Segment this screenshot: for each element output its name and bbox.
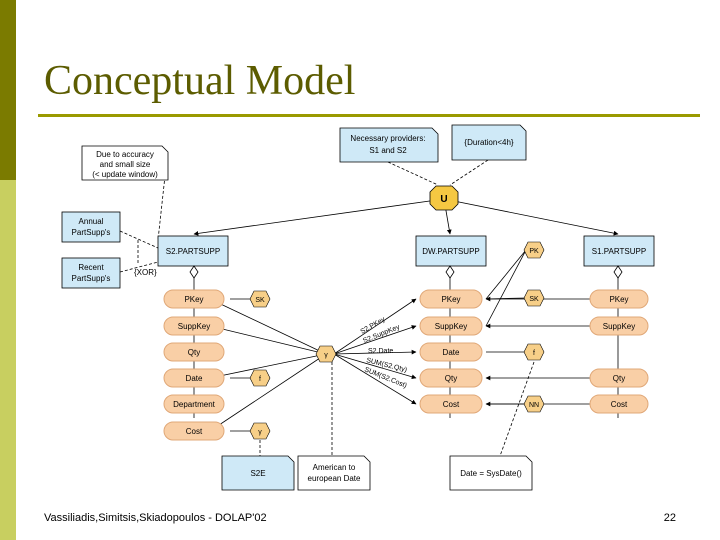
dw-attr-box xyxy=(419,368,483,388)
note-duration: {Duration<4h} xyxy=(451,124,527,161)
transform-gamma-left xyxy=(249,422,271,440)
note-providers-line1: Necessary providers: xyxy=(350,134,425,143)
slide-title: Conceptual Model xyxy=(44,58,356,104)
s1-attr-box xyxy=(589,394,649,414)
s2-attr-box xyxy=(163,316,225,336)
footer-authors: Vassiliadis,Simitsis,Skiadopoulos - DOLA… xyxy=(44,512,267,524)
s1-attr-suppkey: SuppKey xyxy=(603,322,635,331)
transform-pk xyxy=(523,241,545,259)
union-label: U xyxy=(440,194,447,205)
concept-annual: Annual PartSupp's xyxy=(61,211,121,243)
dw-attr-cost: Cost xyxy=(443,400,460,409)
note-accuracy-line1: Due to accuracy xyxy=(96,150,154,159)
transform-sk-left-label: SK xyxy=(255,297,265,304)
note-accuracy-line3: (< update window) xyxy=(92,170,158,179)
note-sysdate: Date = SysDate() xyxy=(449,455,533,491)
transform-f-right xyxy=(523,343,545,361)
note-s2e-text: S2E xyxy=(250,469,265,478)
s1-attr-box xyxy=(589,368,649,388)
dw-attr-box xyxy=(419,342,483,362)
aggregation-diamond-s2 xyxy=(189,265,199,279)
concept-recent: Recent PartSupp's xyxy=(61,257,121,289)
note-providers-line2: S1 and S2 xyxy=(369,146,407,155)
concept-dw-label: DW.PARTSUPP xyxy=(422,247,480,256)
dw-attr-qty: Qty xyxy=(445,374,457,383)
dw-attr-box xyxy=(419,289,483,309)
dw-attr-box xyxy=(419,394,483,414)
concept-s1-partsupp: S1.PARTSUPP xyxy=(583,235,655,267)
s1-attr-cost: Cost xyxy=(611,400,628,409)
aggregation-diamond-dw xyxy=(445,265,455,279)
concept-s1-label: S1.PARTSUPP xyxy=(592,247,646,256)
concept-annual-line2: PartSupp's xyxy=(72,228,111,237)
transform-nn-label: NN xyxy=(529,402,539,409)
concept-recent-line2: PartSupp's xyxy=(72,274,111,283)
s1-attr-box xyxy=(589,289,649,309)
note-date: American to european Date xyxy=(297,455,371,491)
s2-attr-cost: Cost xyxy=(186,427,203,436)
band-light xyxy=(0,180,16,540)
s2-attr-qty: Qty xyxy=(188,348,200,357)
note-providers: Necessary providers: S1 and S2 xyxy=(339,127,439,163)
note-s2e: S2E xyxy=(221,455,295,491)
transform-gamma-left-label: γ xyxy=(258,429,262,436)
concept-s2-partsupp: S2.PARTSUPP xyxy=(157,235,229,267)
transform-f-right-label: f xyxy=(533,350,535,357)
s2-attr-box xyxy=(163,394,225,414)
transform-nn xyxy=(523,395,545,413)
title-rule xyxy=(38,114,700,117)
concept-s2-label: S2.PARTSUPP xyxy=(166,247,220,256)
s1-attr-box xyxy=(589,316,649,336)
concept-recent-line1: Recent xyxy=(78,263,104,272)
note-accuracy-line2: and small size xyxy=(100,160,151,169)
dw-attr-box xyxy=(419,316,483,336)
s2-attribute-list xyxy=(163,289,225,441)
transform-gamma-center-label: γ xyxy=(324,352,328,359)
s1-attr-pkey: PKey xyxy=(609,295,628,304)
transform-f-left-label: f xyxy=(259,376,261,383)
s2-attr-suppkey: SuppKey xyxy=(178,322,210,331)
s2-attr-box xyxy=(163,342,225,362)
connection-lines xyxy=(119,159,619,457)
s2-attr-pkey: PKey xyxy=(184,295,203,304)
concept-annual-line1: Annual xyxy=(79,217,104,226)
transform-pk-label: PK xyxy=(529,248,539,255)
page-number: 22 xyxy=(663,512,676,524)
aggregation-diamond-s1 xyxy=(613,265,623,279)
transform-f-left xyxy=(249,369,271,387)
s2-attr-box xyxy=(163,289,225,309)
union-operator: U xyxy=(429,185,459,211)
s2-attr-department: Department xyxy=(173,400,216,409)
note-duration-text: {Duration<4h} xyxy=(464,138,513,147)
note-accuracy: Due to accuracy and small size (< update… xyxy=(81,145,169,181)
note-sysdate-text: Date = SysDate() xyxy=(460,469,522,478)
transform-gamma-center xyxy=(315,345,337,363)
transform-sk-right-label: SK xyxy=(529,296,539,303)
transform-sk-right xyxy=(523,289,545,307)
band-dark xyxy=(0,0,16,180)
note-date-line1: American to xyxy=(313,463,356,472)
s1-attr-qty: Qty xyxy=(613,374,625,383)
dw-attr-suppkey: SuppKey xyxy=(435,322,467,331)
dw-attr-pkey: PKey xyxy=(441,295,460,304)
concept-dw-partsupp: DW.PARTSUPP xyxy=(415,235,487,267)
s2-attr-box xyxy=(163,368,225,388)
dw-attr-date: Date xyxy=(443,348,460,357)
gamma-label-date: S2.Date xyxy=(368,348,393,355)
s2-attr-box xyxy=(163,421,225,441)
s2-attr-date: Date xyxy=(186,374,203,383)
xor-label: {XOR} xyxy=(134,268,157,277)
note-date-line2: european Date xyxy=(308,474,361,483)
transform-sk-left xyxy=(249,290,271,308)
